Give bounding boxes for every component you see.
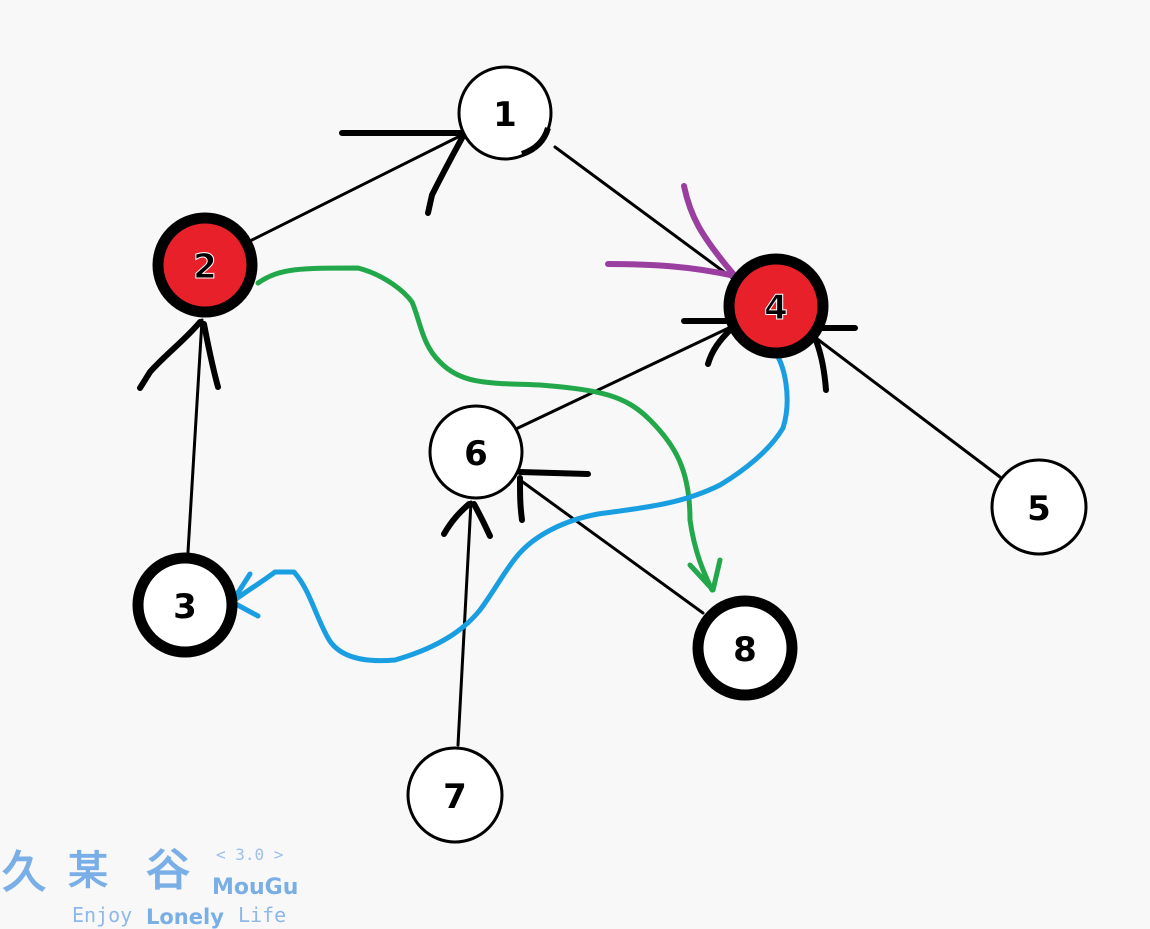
node-8-label: 8 xyxy=(733,630,757,670)
arrowhead-into-2 xyxy=(137,319,221,391)
node-6[interactable]: 6 xyxy=(428,404,524,500)
node-7-label: 7 xyxy=(443,777,467,817)
edges xyxy=(186,133,1002,747)
edge-3-2 xyxy=(186,318,204,554)
edge-1-4 xyxy=(553,145,737,282)
node-7[interactable]: 7 xyxy=(406,746,504,844)
node-2[interactable]: 2 xyxy=(152,212,258,318)
path-green-2-to-8 xyxy=(255,265,723,593)
arrowhead-into-1 xyxy=(339,130,465,216)
purple-arrows xyxy=(605,183,738,279)
node-5[interactable]: 5 xyxy=(990,458,1088,556)
edge-2-1 xyxy=(250,133,464,242)
arrowheads xyxy=(137,130,858,539)
watermark-enjoy: Enjoy xyxy=(72,903,133,927)
watermark-char-gu: 谷 xyxy=(146,845,190,896)
node-3-label: 3 xyxy=(173,587,197,627)
node-4-label: 4 xyxy=(764,288,788,328)
edge-8-6 xyxy=(518,478,705,615)
edge-6-4 xyxy=(516,323,737,430)
watermark-brand: MouGu xyxy=(212,875,299,900)
node-4[interactable]: 4 xyxy=(723,253,829,359)
nodes: 1 2 3 4 5 6 7 8 xyxy=(132,65,1088,844)
watermark-life: Life xyxy=(238,903,287,927)
watermark-version: < 3.0 > xyxy=(216,845,284,864)
node-5-label: 5 xyxy=(1027,489,1051,529)
node-2-label: 2 xyxy=(193,247,217,287)
node-1-label: 1 xyxy=(493,95,517,135)
arrowhead-into-4 xyxy=(681,318,858,393)
watermark-char-mou: 某 xyxy=(68,848,108,894)
watermark-char-jiu: 久 xyxy=(2,847,46,898)
node-3[interactable]: 3 xyxy=(132,552,238,658)
watermark-lonely: Lonely xyxy=(146,905,224,929)
node-1[interactable]: 1 xyxy=(457,65,553,161)
node-6-label: 6 xyxy=(464,434,488,474)
node-8[interactable]: 8 xyxy=(692,595,798,701)
arrowhead-into-6 xyxy=(441,469,591,539)
edge-5-4 xyxy=(810,333,1002,479)
